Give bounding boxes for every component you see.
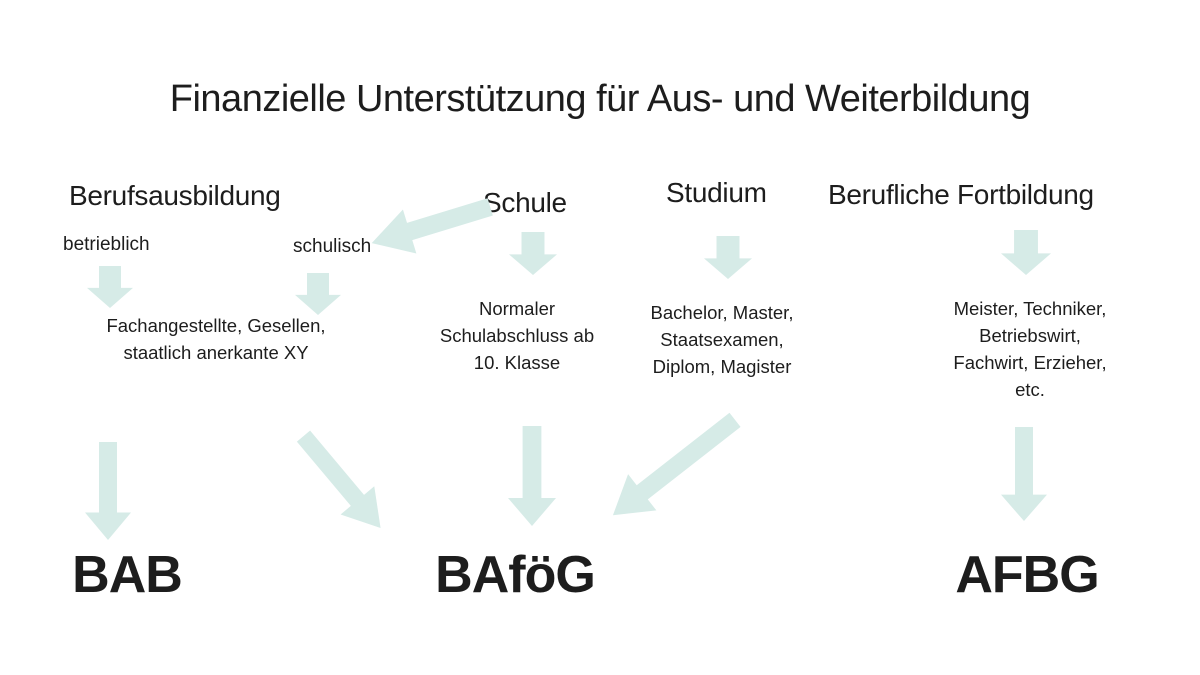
arrow-down-to-bab-icon (85, 442, 131, 540)
arrow-down-icon (1001, 230, 1051, 275)
funding-label-bab: BAB (72, 546, 183, 604)
arrow-diagonal-schule-to-schulisch-icon (365, 185, 497, 265)
arrow-down-icon (295, 273, 341, 315)
arrow-down-to-bafoeg-icon (508, 426, 556, 526)
arrow-down-icon (87, 266, 133, 308)
arrow-diagonal-studium-to-bafoeg-icon (599, 402, 749, 534)
diagram-title: Finanzielle Unterstützung für Aus- und W… (169, 78, 1031, 120)
column-header-berufliche-fortbildung: Berufliche Fortbildung (828, 179, 1094, 210)
column-header-berufsausbildung: Berufsausbildung (69, 180, 281, 211)
sub-label-schulisch: schulisch (293, 236, 372, 257)
funding-label-bafoeg: BAföG (435, 546, 596, 604)
arrow-diagonal-schulisch-to-bafoeg-icon (287, 422, 398, 542)
column-header-studium: Studium (666, 177, 767, 208)
arrow-down-icon (704, 236, 752, 279)
result-text-schule: Normaler Schulabschluss ab 10. Klasse (439, 298, 595, 373)
result-text-fortbildung: Meister, Techniker, Betriebswirt, Fachwi… (953, 298, 1107, 400)
result-text-studium: Bachelor, Master, Staatsexamen, Diplom, … (650, 302, 794, 377)
sub-label-betrieblich: betrieblich (63, 234, 150, 255)
funding-label-afbg: AFBG (955, 546, 1099, 604)
arrow-down-to-afbg-icon (1001, 427, 1047, 521)
result-text-berufsausbildung: Fachangestellte, Gesellen, staatlich ane… (106, 315, 326, 363)
column-header-schule: Schule (483, 187, 567, 218)
arrow-down-icon (509, 232, 557, 275)
